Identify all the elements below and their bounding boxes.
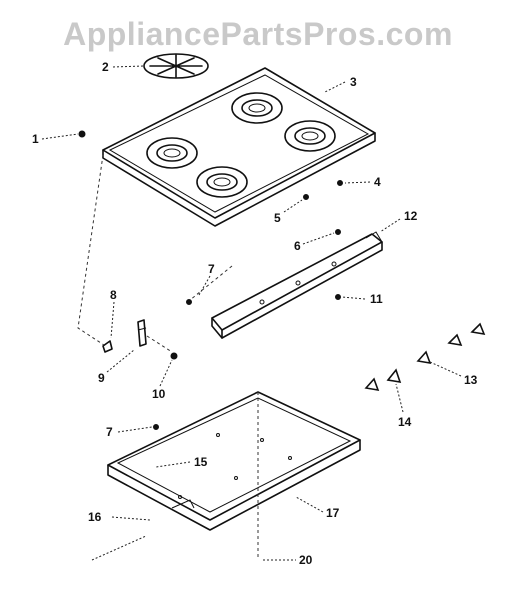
part-11-screw[interactable]: [335, 294, 341, 300]
part-3-cooktop[interactable]: [102, 67, 376, 227]
part-17-burner-box[interactable]: [107, 391, 361, 531]
part-2-burner-spreader[interactable]: [143, 53, 209, 79]
burner-front-left: [146, 137, 198, 169]
callout-13: 13: [464, 373, 478, 387]
callout-3: 3: [350, 75, 357, 89]
part-7-screw-lower[interactable]: [153, 424, 159, 430]
part-13-knob-group[interactable]: [416, 322, 486, 365]
callout-6: 6: [294, 239, 301, 253]
burner-front-right: [196, 166, 248, 198]
callout-1: 1: [32, 132, 39, 146]
alignment-line-left: [77, 154, 105, 346]
callout-7-upper: 7: [208, 262, 215, 276]
callout-8: 8: [110, 288, 117, 302]
part-5-screw[interactable]: [303, 194, 309, 200]
part-8-clip[interactable]: [102, 340, 113, 353]
callout-12: 12: [404, 209, 418, 223]
burner-rear-left: [231, 92, 283, 124]
callout-9: 9: [98, 371, 105, 385]
part-14-knob-group[interactable]: [364, 368, 402, 392]
part-7-screw-upper[interactable]: [186, 299, 192, 305]
callout-17: 17: [326, 506, 340, 520]
callout-15: 15: [194, 455, 208, 469]
alignment-line-bracket: [146, 335, 173, 353]
part-10-nut[interactable]: [170, 352, 178, 360]
part-6-screw[interactable]: [335, 229, 341, 235]
part-9-bracket[interactable]: [137, 319, 147, 347]
callout-10: 10: [152, 387, 166, 401]
callout-7-lower: 7: [106, 425, 113, 439]
callout-2: 2: [102, 60, 109, 74]
callout-20: 20: [299, 553, 313, 567]
burner-rear-right: [284, 120, 336, 152]
callout-5: 5: [274, 211, 281, 225]
part-12-front-rail[interactable]: [211, 231, 383, 339]
part-4-screw[interactable]: [337, 180, 343, 186]
callout-16: 16: [88, 510, 102, 524]
part-1-screw[interactable]: [78, 130, 86, 138]
callout-4: 4: [374, 175, 381, 189]
watermark-logo: AppliancePartsPros.com: [63, 16, 453, 52]
callout-11: 11: [370, 292, 383, 306]
callout-14: 14: [398, 415, 412, 429]
